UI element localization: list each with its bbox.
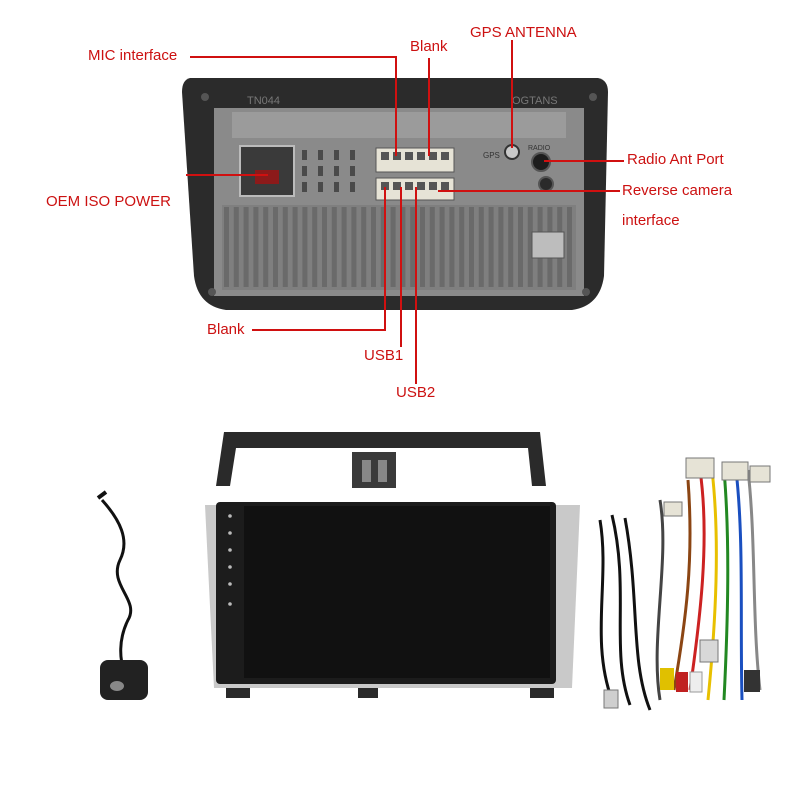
connector-pin xyxy=(393,152,401,160)
heatsink-fin xyxy=(263,207,269,287)
leader-blank-bottom-h xyxy=(252,329,386,331)
connector-pin xyxy=(381,152,389,160)
oem-iso-red-pins xyxy=(255,170,279,184)
model-mark: TN044 xyxy=(247,95,280,107)
connector-pin xyxy=(417,182,425,190)
label-mic-interface: MIC interface xyxy=(88,47,178,64)
heatsink-fin xyxy=(469,207,474,287)
heatsink-fin xyxy=(400,207,406,287)
label-oem-iso-power: OEM ISO POWER xyxy=(46,193,172,210)
leader-mic-v xyxy=(395,56,397,156)
leader-usb2-v xyxy=(415,187,417,384)
heatsink-fin xyxy=(233,207,239,287)
heatsink-fin xyxy=(331,207,337,287)
leader-oem-h xyxy=(186,174,268,176)
heatsink-fin xyxy=(282,207,288,287)
vent-slot xyxy=(334,150,339,160)
label-reverse-camera: Reverse camera xyxy=(622,182,733,199)
leader-blank-bottom-v xyxy=(384,187,386,330)
gps-mark: GPS xyxy=(483,151,500,160)
front-screen xyxy=(244,506,550,678)
vent-slot xyxy=(302,150,307,160)
connector-pin xyxy=(381,182,389,190)
heatsink-fin xyxy=(371,207,376,287)
heatsink-fin xyxy=(390,207,396,287)
leader-mic-h xyxy=(190,56,396,58)
rear-fuse-block xyxy=(531,231,565,259)
vent-slot xyxy=(302,166,307,176)
heatsink-fin xyxy=(420,207,425,287)
vent-slot xyxy=(350,150,355,160)
radio-antenna-jack-2 xyxy=(538,176,554,192)
heatsink-fin xyxy=(498,207,504,287)
vent-slot xyxy=(318,150,323,160)
connector-pin xyxy=(393,182,401,190)
heatsink-fin xyxy=(224,207,229,287)
label-usb1: USB1 xyxy=(364,347,404,364)
label-blank-top: Blank xyxy=(410,38,448,55)
heatsink-fin xyxy=(380,207,386,287)
vent-slot xyxy=(302,182,307,192)
connector-pin xyxy=(417,152,425,160)
radio-mark: RADIO xyxy=(528,145,551,152)
leader-radio-h xyxy=(544,160,624,162)
label-blank-bottom: Blank xyxy=(207,321,245,338)
heatsink-fin xyxy=(518,207,523,287)
connector-pin xyxy=(441,182,449,190)
chassis-top-plate xyxy=(232,112,566,138)
connector-pin xyxy=(429,152,437,160)
heatsink-fin xyxy=(322,207,327,287)
vent-slot xyxy=(318,182,323,192)
heatsink-fin xyxy=(449,207,455,287)
label-usb2: USB2 xyxy=(396,384,436,401)
heatsink-fin xyxy=(361,207,367,287)
heatsink-fin xyxy=(527,207,533,287)
bezel-screws xyxy=(201,93,597,296)
leader-blank-top-v xyxy=(428,58,430,156)
vent-slot xyxy=(318,166,323,176)
connector-pin xyxy=(441,152,449,160)
heatsink-fin xyxy=(567,207,572,287)
vent-slot xyxy=(334,166,339,176)
vent-slot xyxy=(350,182,355,192)
label-reverse-camera-interface: interface xyxy=(622,212,680,229)
heatsink-fin xyxy=(439,207,445,287)
heatsink-fin xyxy=(429,207,435,287)
head-unit-front xyxy=(205,432,580,698)
radio-antenna-jack xyxy=(531,152,551,172)
heatsink-fin xyxy=(488,207,494,287)
wiring-harness xyxy=(598,469,762,711)
connector-pin xyxy=(405,182,413,190)
vent-slot xyxy=(350,166,355,176)
heatsink-fins xyxy=(222,205,576,290)
heatsink-fin xyxy=(302,207,308,287)
label-radio-ant-port: Radio Ant Port xyxy=(627,151,724,168)
brand-mark: OGTANS xyxy=(512,95,558,107)
gps-antenna-accessory xyxy=(96,490,148,700)
heatsink-fin xyxy=(253,207,259,287)
heatsink-fin xyxy=(292,207,298,287)
vent-slot xyxy=(334,182,339,192)
label-gps-antenna: GPS ANTENNA xyxy=(470,24,577,41)
heatsink-fin xyxy=(410,207,416,287)
leader-reverse-h xyxy=(438,190,620,192)
connector-pin xyxy=(429,182,437,190)
heatsink-fin xyxy=(243,207,249,287)
heatsink-fin xyxy=(273,207,278,287)
heatsink-fin xyxy=(478,207,484,287)
harness-connectors xyxy=(603,457,771,709)
heatsink-fin xyxy=(341,207,347,287)
heatsink-fin xyxy=(351,207,357,287)
leader-gps-v xyxy=(511,40,513,148)
vent-slots xyxy=(302,150,355,192)
heatsink-fin xyxy=(312,207,318,287)
heatsink-fin xyxy=(459,207,465,287)
leader-usb1-v xyxy=(400,187,402,347)
connector-pin xyxy=(405,152,413,160)
heatsink-fin xyxy=(508,207,514,287)
